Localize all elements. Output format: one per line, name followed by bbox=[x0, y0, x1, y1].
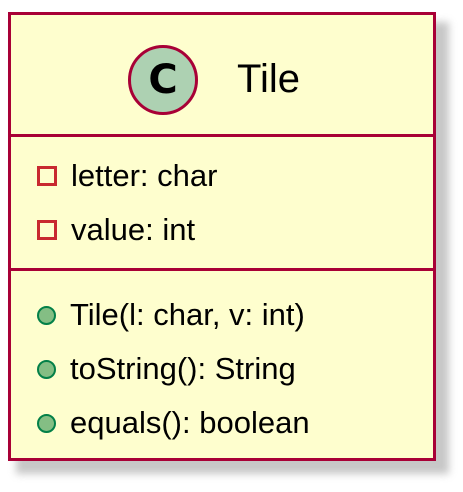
field-row: value: int bbox=[37, 208, 195, 252]
method-text: toString(): String bbox=[70, 351, 296, 386]
class-stereotype-icon: C bbox=[128, 45, 198, 115]
stereotype-letter: C bbox=[148, 57, 178, 103]
field-text: letter: char bbox=[71, 158, 218, 193]
method-row: toString(): String bbox=[37, 347, 296, 391]
class-name: Tile bbox=[237, 57, 300, 101]
public-visibility-icon bbox=[37, 305, 56, 325]
fields-section: letter: char value: int bbox=[11, 137, 433, 271]
public-visibility-icon bbox=[37, 413, 56, 433]
methods-section: Tile(l: char, v: int) toString(): String… bbox=[11, 271, 433, 461]
private-visibility-icon bbox=[37, 166, 57, 186]
public-visibility-icon bbox=[37, 359, 56, 379]
class-header: C Tile bbox=[11, 15, 433, 137]
field-row: letter: char bbox=[37, 154, 217, 198]
field-text: value: int bbox=[71, 212, 196, 247]
method-text: Tile(l: char, v: int) bbox=[70, 297, 305, 332]
method-row: equals(): boolean bbox=[37, 401, 310, 445]
method-row: Tile(l: char, v: int) bbox=[37, 293, 305, 337]
method-text: equals(): boolean bbox=[70, 405, 310, 440]
private-visibility-icon bbox=[37, 220, 57, 240]
class-box-tile: C Tile letter: char value: int Tile(l: c… bbox=[8, 12, 436, 461]
